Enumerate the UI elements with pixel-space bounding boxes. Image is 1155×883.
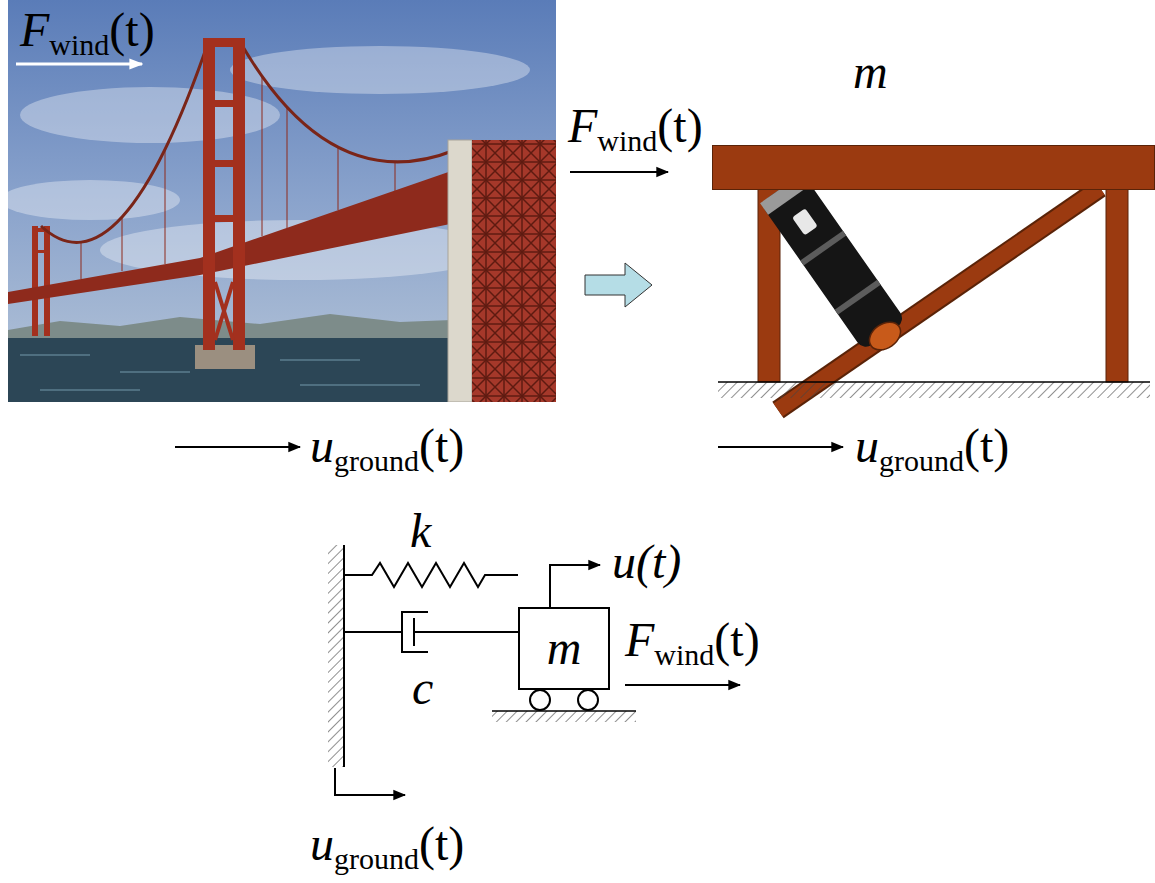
subscript: wind [654,638,714,671]
spring-symbol [344,563,518,587]
damping-label: c [412,660,433,715]
symbol-text: u [310,817,334,870]
symbol-text: (t) [419,419,464,472]
stiffness-label: k [410,503,431,558]
frame-beam: m [712,145,1155,190]
transition-arrow [585,263,652,307]
ground-line [718,381,1150,383]
ground-hatch [718,382,1150,398]
mass-block: m [518,607,610,690]
ground-arrow [175,446,300,448]
subscript: wind [49,28,109,61]
wind-arrow [625,684,740,686]
symbol-text: k [410,504,431,557]
symbol-text: (t) [109,3,154,56]
far-tower [32,226,50,336]
ground-arrow [335,768,405,795]
mass-label: m [547,622,582,675]
approach-truss [472,140,556,402]
ground-motion-label: uground(t) [310,418,464,479]
symbol-text: (t) [964,419,1009,472]
main-tower [195,38,255,369]
bridge-photo [8,0,556,402]
force-label: Fwind(t) [568,98,703,159]
displacement-arrow [550,565,600,607]
symbol-text: u [855,419,879,472]
mass-label: m [853,46,888,99]
ground-motion-label: uground(t) [310,816,464,877]
wall-line [343,545,345,767]
floor-line [492,710,636,712]
frame-leg [1106,185,1128,382]
subscript: wind [597,124,657,157]
ground-motion-label: uground(t) [855,418,1009,479]
ground-arrow [718,446,843,448]
wheels [530,690,598,710]
subscript: ground [334,444,419,477]
subscript: ground [334,842,419,875]
anchor-pier [448,140,472,402]
symbol-text: u [310,419,334,472]
wall-hatch [328,545,344,767]
symbol-text: (t) [714,613,759,666]
symbol-text: (t) [419,817,464,870]
force-label: Fwind(t) [625,612,760,673]
damper-symbol [344,612,518,652]
force-label: Fwind(t) [20,2,155,63]
floor-hatch [492,711,636,722]
wind-arrow [16,63,142,66]
pivot-joint [864,316,906,355]
wind-arrow [570,171,668,173]
symbol-text: u(t) [612,535,681,588]
symbol-text: F [568,99,597,152]
symbol-text: F [625,613,654,666]
subscript: ground [879,444,964,477]
symbol-text: F [20,3,49,56]
symbol-text: (t) [657,99,702,152]
symbol-text: c [412,661,433,714]
displacement-label: u(t) [612,534,681,589]
